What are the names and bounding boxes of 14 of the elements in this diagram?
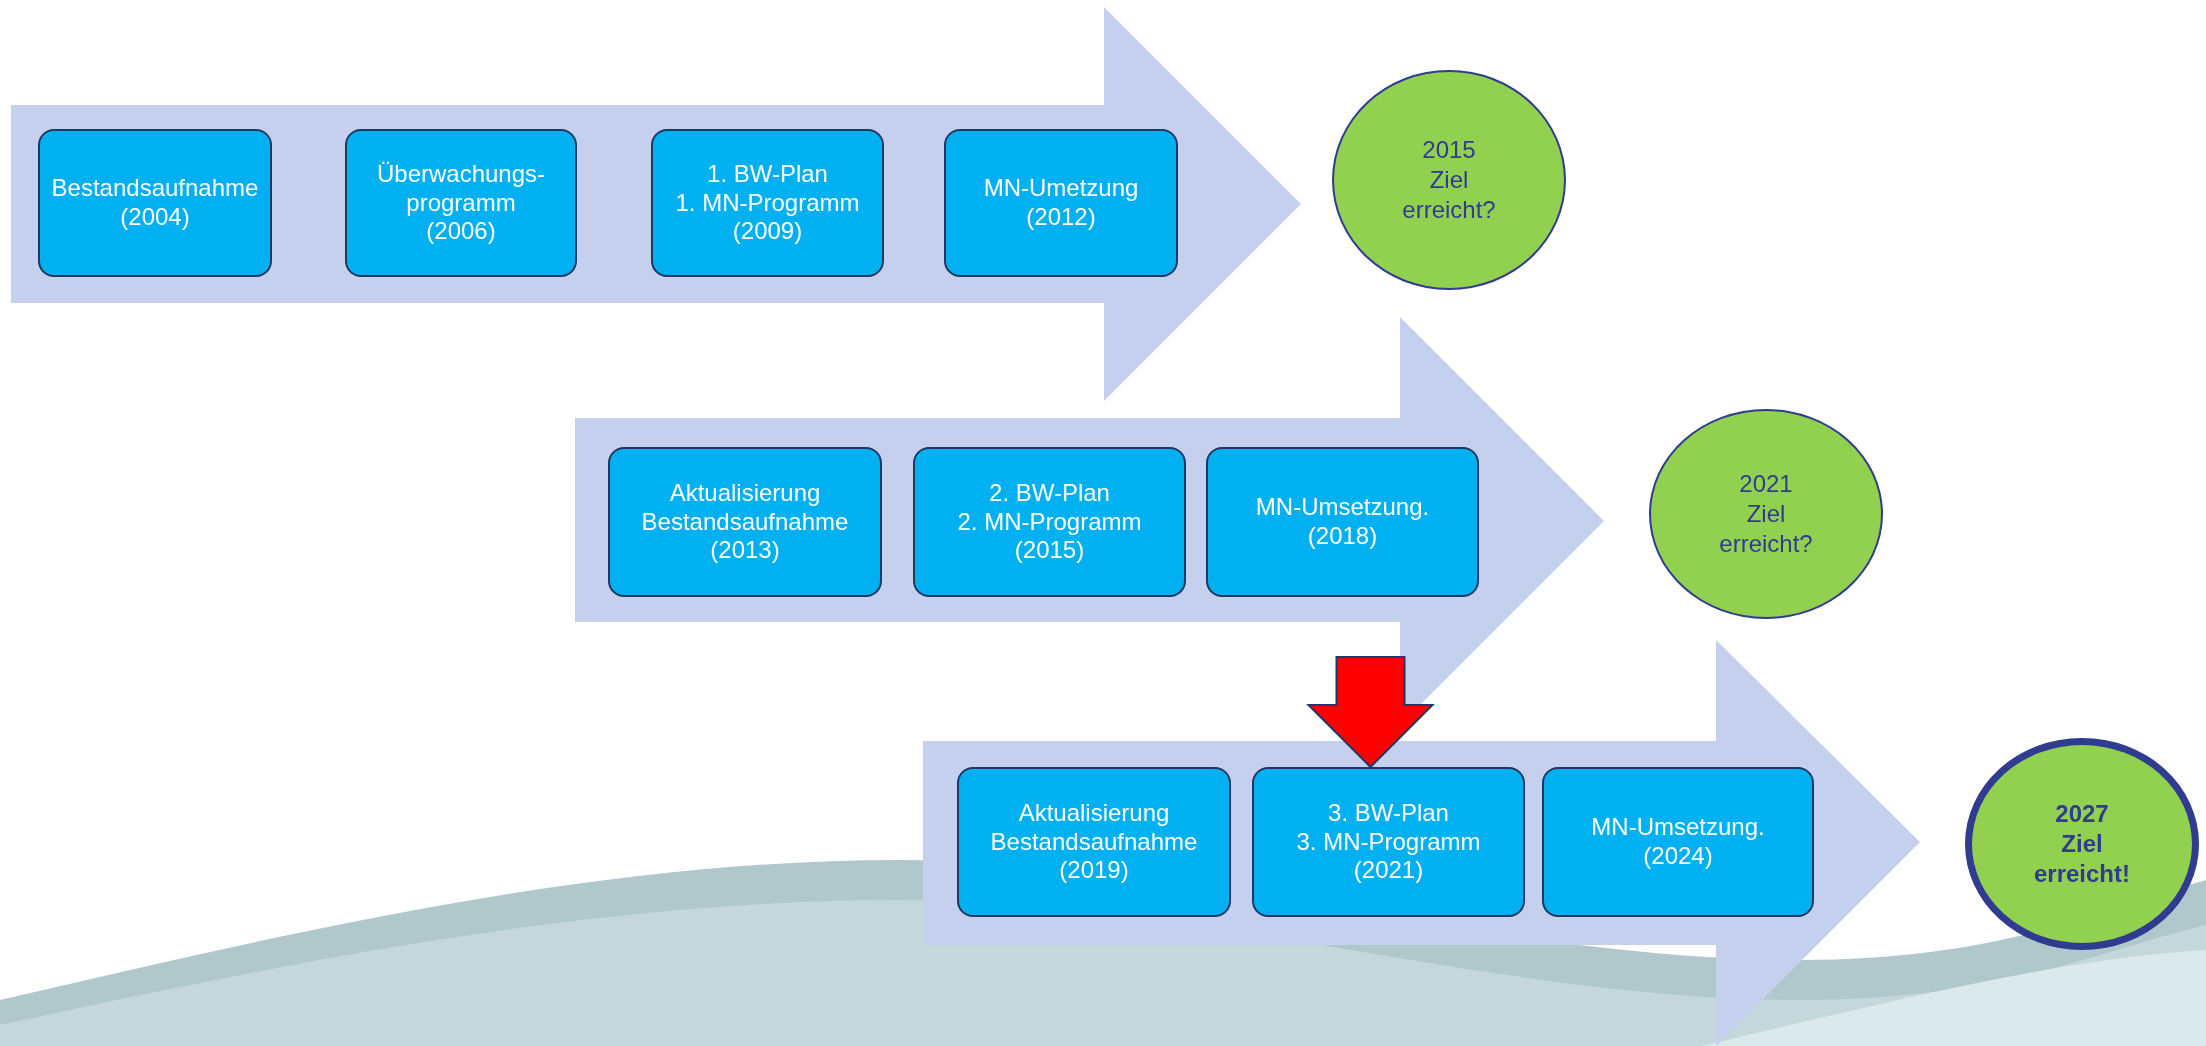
block-arrow [1306,656,1435,769]
step-box: Bestandsaufnahme (2004) [38,129,272,277]
step-box: MN-Umetzung (2012) [944,129,1178,277]
goal-circle: 2015 Ziel erreicht? [1332,70,1566,290]
step-box: 1. BW-Plan 1. MN-Programm (2009) [651,129,884,277]
step-box: MN-Umsetzung. (2024) [1542,767,1814,917]
step-box: MN-Umsetzung. (2018) [1206,447,1479,597]
step-box: Aktualisierung Bestandsaufnahme (2013) [608,447,882,597]
step-box: 3. BW-Plan 3. MN-Programm (2021) [1252,767,1525,917]
step-box: Überwachungs- programm (2006) [345,129,577,277]
goal-circle: 2021 Ziel erreicht? [1649,409,1883,619]
step-box: Aktualisierung Bestandsaufnahme (2019) [957,767,1231,917]
goal-circle: 2027 Ziel erreicht! [1965,738,2199,950]
step-box: 2. BW-Plan 2. MN-Programm (2015) [913,447,1186,597]
